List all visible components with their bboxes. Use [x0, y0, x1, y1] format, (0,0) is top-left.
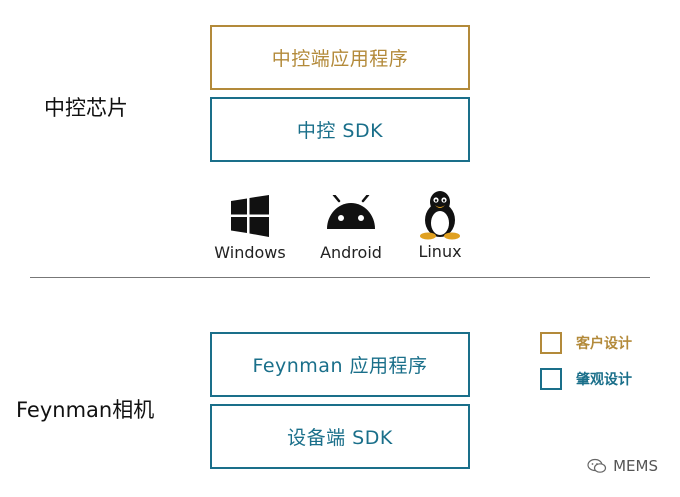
legend-label-nextvpu: 肇观设计 [576, 372, 632, 388]
platform-label-android: Android [320, 243, 382, 262]
linux-tux-icon [420, 191, 460, 240]
platform-label-windows: Windows [214, 243, 286, 262]
platform-windows: Windows [210, 195, 290, 262]
watermark-text: MEMS [613, 457, 658, 475]
section-divider [30, 277, 650, 278]
windows-logo-icon [231, 195, 269, 237]
legend-swatch-nextvpu [540, 368, 562, 390]
platform-linux: Linux [400, 190, 480, 261]
platform-label-linux: Linux [418, 242, 462, 261]
top-sdk-box: 中控 SDK [210, 97, 470, 162]
legend-swatch-customer [540, 332, 562, 354]
legend-customer-design: 客户设计 [540, 332, 632, 354]
bottom-app-box: Feynman 应用程序 [210, 332, 470, 397]
platform-android: Android [311, 195, 391, 262]
bottom-sdk-box: 设备端 SDK [210, 404, 470, 469]
wechat-icon [587, 458, 607, 473]
top-section-label: 中控芯片 [44, 96, 128, 120]
legend-label-customer: 客户设计 [576, 336, 632, 352]
top-app-box: 中控端应用程序 [210, 25, 470, 90]
bottom-section-label: Feynman相机 [16, 398, 155, 422]
watermark: MEMS [587, 457, 658, 475]
android-logo-icon [327, 195, 375, 229]
legend-nextvpu-design: 肇观设计 [540, 368, 632, 390]
